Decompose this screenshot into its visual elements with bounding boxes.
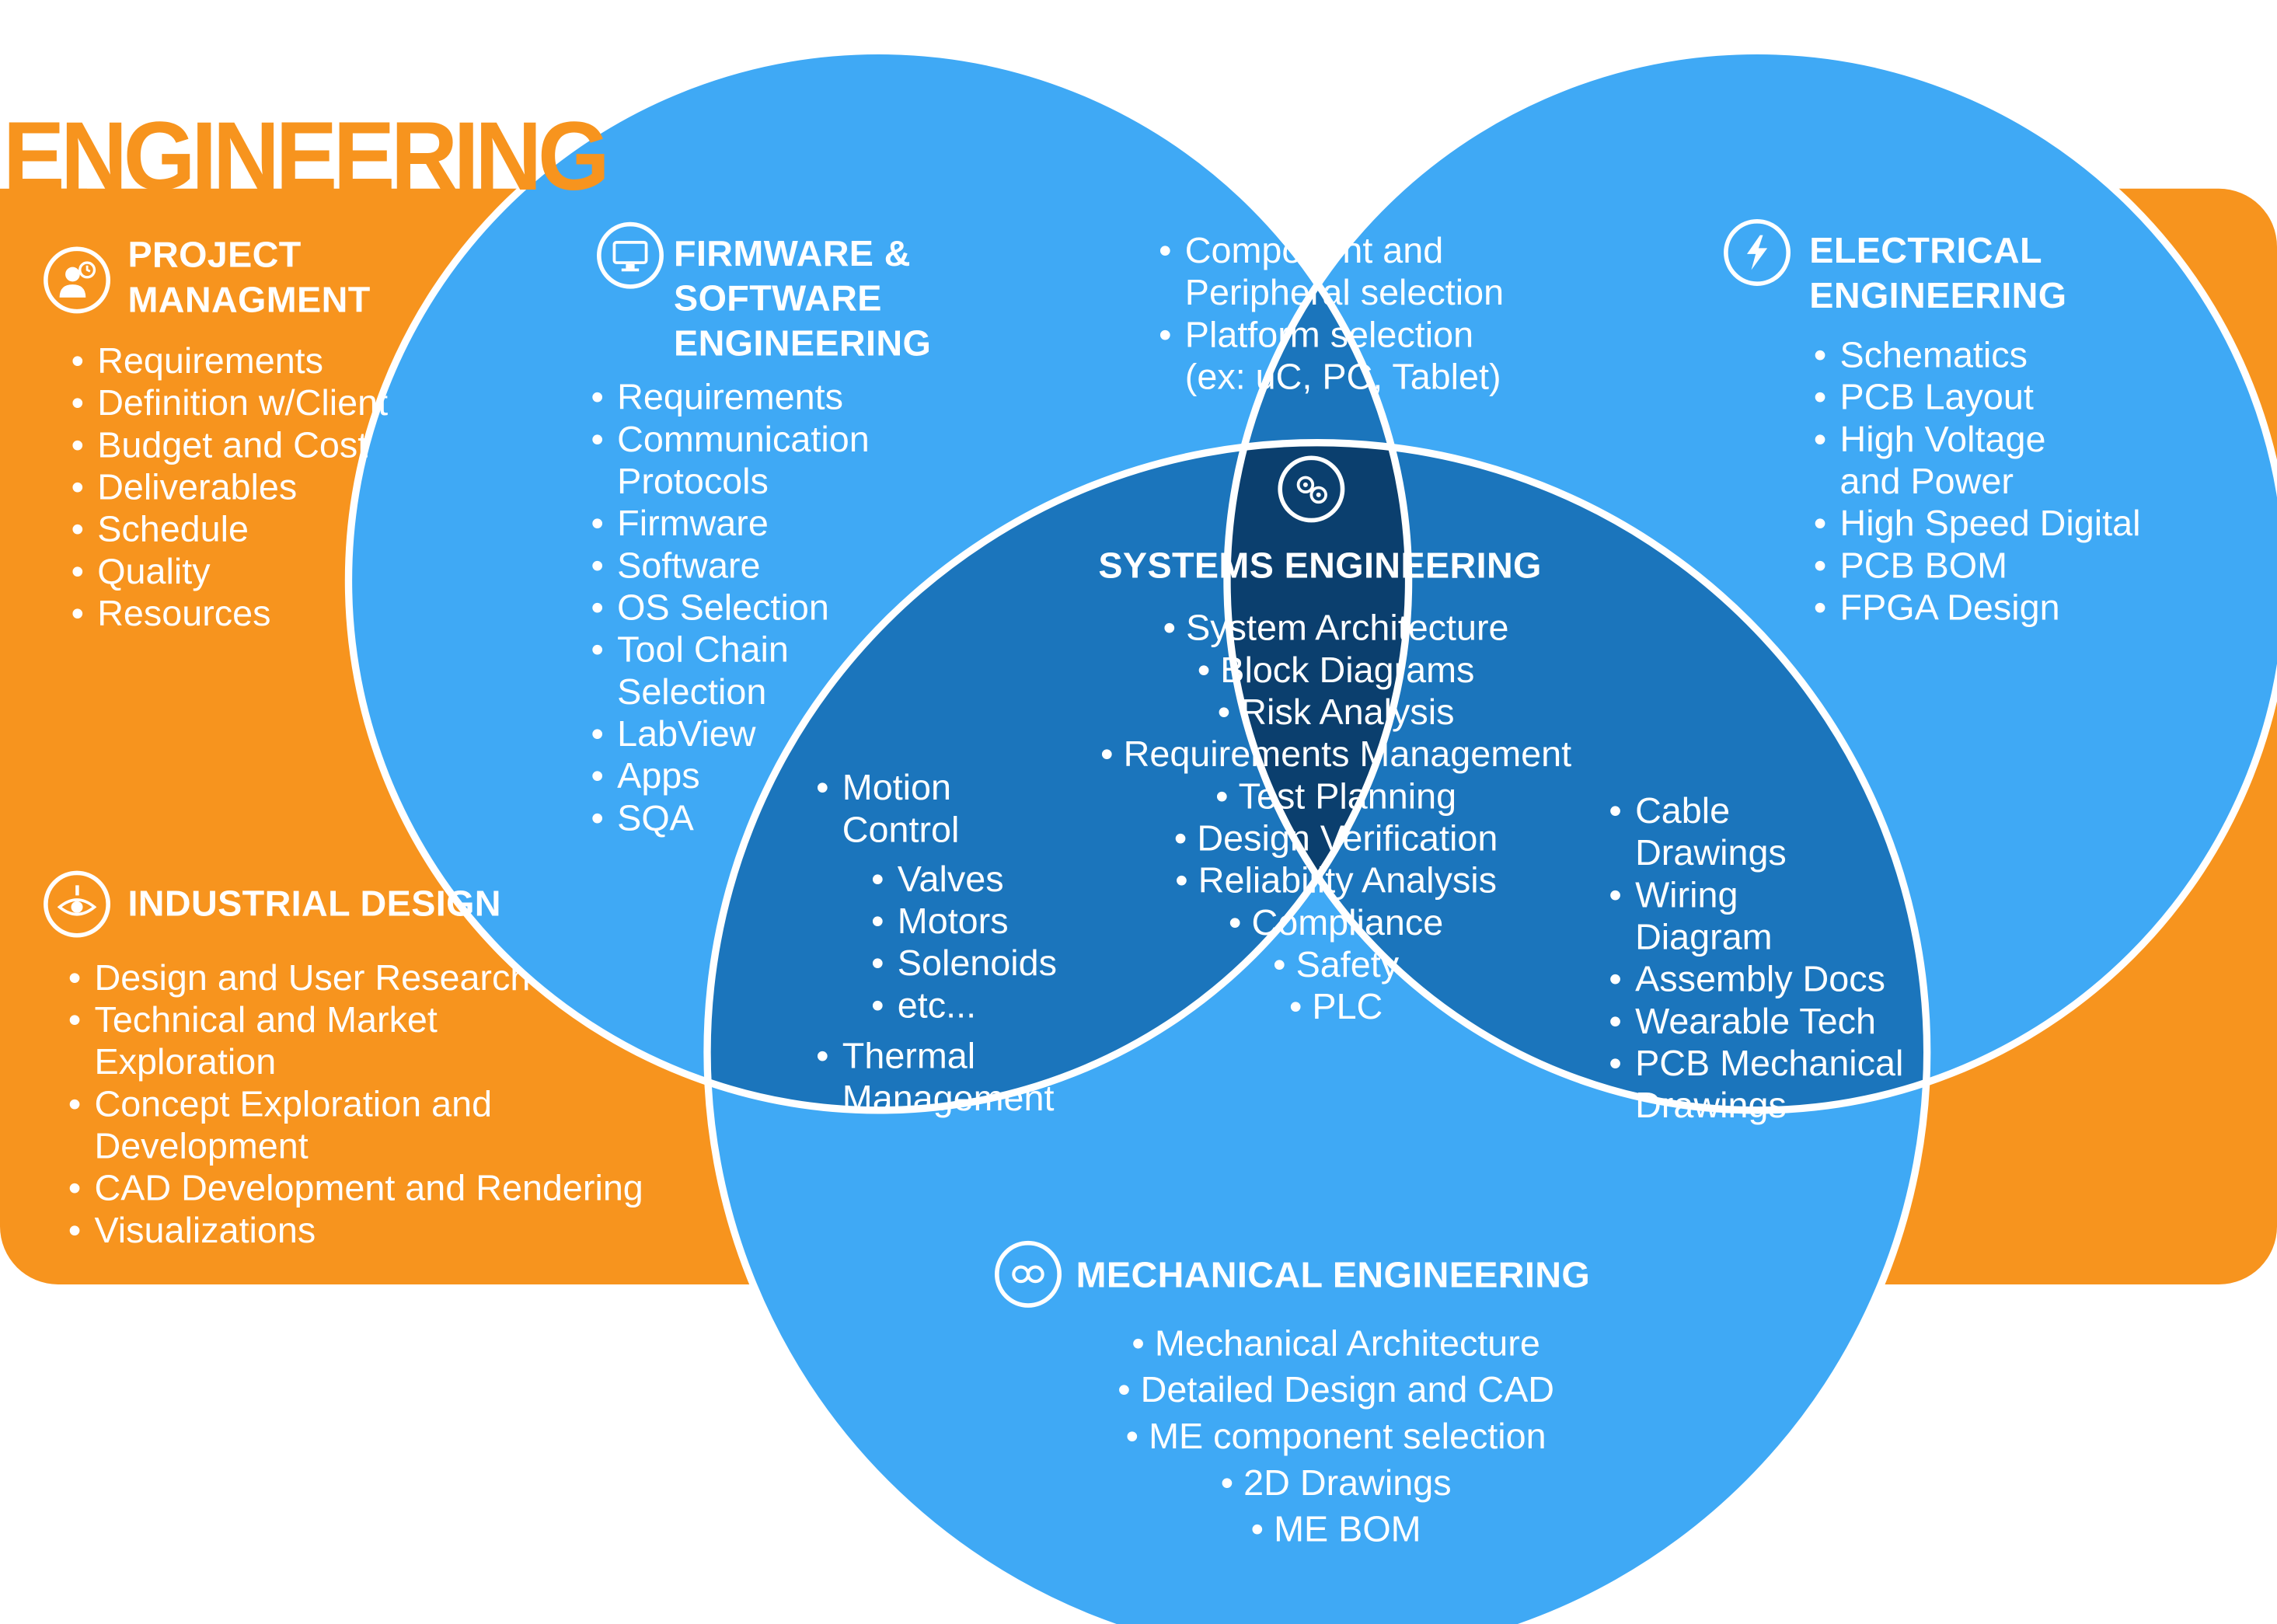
- firmware-mechanical-item: Thermal Management: [816, 1037, 1054, 1120]
- project-management-list: RequirementsDefinition w/ClientBudget an…: [71, 341, 389, 636]
- firmware-mechanical-subitem: Valves: [871, 859, 1057, 901]
- electrical-list: SchematicsPCB LayoutHigh Voltage and Pow…: [1814, 335, 2141, 629]
- mechanical-heading: MECHANICAL ENGINEERING: [1076, 1255, 1591, 1296]
- project-management-item: Schedule: [71, 510, 389, 552]
- firmware-software-item: Apps: [591, 756, 870, 798]
- systems-item: Risk Analysis: [1016, 692, 1655, 734]
- project-management-item: Requirements: [71, 341, 389, 383]
- firmware-heading-line2: SOFTWARE: [674, 278, 882, 319]
- systems-item: Safety: [1016, 945, 1655, 987]
- systems-item: Reliability Analysis: [1016, 861, 1655, 903]
- firmware-software-item: Software: [591, 545, 870, 587]
- systems-item: Design Verification: [1016, 818, 1655, 860]
- electrical-heading-line1: ELECTRICAL: [1809, 230, 2042, 272]
- project-manager-icon: [44, 246, 111, 314]
- project-management-heading: PROJECT MANAGMENT: [127, 234, 370, 324]
- firmware-software-item: Tool Chain Selection: [591, 630, 870, 714]
- electrical-mechanical-item: PCB Mechanical Drawings: [1609, 1044, 1903, 1127]
- project-management-item: Definition w/Client: [71, 383, 389, 425]
- firmware-mechanical-item: Motion Control: [816, 768, 959, 852]
- electrical-item: High Speed Digital: [1814, 504, 2141, 545]
- electrical-mechanical-item: Wiring Diagram: [1609, 875, 1903, 959]
- firmware-mechanical-subitem: Motors: [871, 901, 1057, 943]
- electrical-item: High Voltage and Power: [1814, 420, 2141, 504]
- industrial-design-heading: INDUSTRIAL DESIGN: [127, 883, 501, 925]
- electrical-item: PCB BOM: [1814, 545, 2141, 587]
- systems-item: Block Diagrams: [1016, 650, 1655, 692]
- electrical-mechanical-item: Wearable Tech: [1609, 1002, 1903, 1044]
- firmware-software-item: Firmware: [591, 504, 870, 545]
- project-management-heading-line1: PROJECT: [127, 235, 302, 276]
- firmware-software-item: Requirements: [591, 378, 870, 420]
- firmware-mechanical-list-bottom: Thermal Management: [816, 1037, 1054, 1120]
- systems-item: Compliance: [1016, 903, 1655, 945]
- firmware-software-item: Communication Protocols: [591, 420, 870, 504]
- systems-item: PLC: [1016, 987, 1655, 1029]
- firmware-software-item: SQA: [591, 798, 870, 840]
- mechanical-item: Detailed Design and CAD: [1016, 1367, 1655, 1413]
- systems-heading: SYSTEMS ENGINEERING: [1098, 545, 1542, 587]
- electrical-mechanical-item: Cable Drawings: [1609, 791, 1903, 875]
- firmware-software-item: LabView: [591, 714, 870, 756]
- mechanical-list: Mechanical ArchitectureDetailed Design a…: [1016, 1321, 1655, 1553]
- firmware-mechanical-subitem: Solenoids: [871, 943, 1057, 985]
- firmware-electrical-list: Component and Peripheral selectionPlatfo…: [1159, 231, 1504, 399]
- project-management-item: Budget and Cost: [71, 425, 389, 467]
- firmware-heading-line3: ENGINEERING: [674, 323, 932, 364]
- lightning-icon: [1724, 219, 1791, 286]
- firmware-electrical-item: Platform selection (ex: uC, PC, Tablet): [1159, 315, 1504, 399]
- industrial-design-item: Concept Exploration and Development: [68, 1084, 643, 1168]
- mechanical-item: Mechanical Architecture: [1016, 1321, 1655, 1368]
- systems-item: Test Planning: [1016, 776, 1655, 818]
- electrical-mechanical-item: Assembly Docs: [1609, 960, 1903, 1002]
- project-management-item: Quality: [71, 552, 389, 594]
- gears-icon: [995, 1240, 1062, 1308]
- electrical-heading-line2: ENGINEERING: [1809, 275, 2067, 317]
- systems-item: System Architecture: [1016, 608, 1655, 650]
- mechanical-item: 2D Drawings: [1016, 1460, 1655, 1507]
- mechanical-circle-outline: [703, 439, 1931, 1624]
- systems-gears-icon: [1278, 455, 1345, 523]
- electrical-heading: ELECTRICAL ENGINEERING: [1809, 229, 2066, 319]
- eye-icon: [44, 870, 111, 938]
- electrical-item: PCB Layout: [1814, 378, 2141, 420]
- firmware-software-item: OS Selection: [591, 587, 870, 629]
- systems-item: Requirements Management: [1016, 734, 1655, 776]
- electrical-item: FPGA Design: [1814, 587, 2141, 629]
- mechanical-item: ME BOM: [1016, 1507, 1655, 1553]
- firmware-software-heading: FIRMWARE & SOFTWARE ENGINEERING: [674, 232, 931, 368]
- monitor-icon: [597, 221, 664, 289]
- page-title: ENGINEERING: [2, 101, 610, 211]
- industrial-design-item: CAD Development and Rendering: [68, 1169, 643, 1211]
- project-management-item: Deliverables: [71, 467, 389, 509]
- project-management-item: Resources: [71, 594, 389, 636]
- industrial-design-item: Technical and Market Exploration: [68, 1000, 643, 1084]
- industrial-design-item: Design and User Research: [68, 958, 643, 1000]
- firmware-mechanical-list: Motion Control: [816, 768, 959, 852]
- electrical-mechanical-list: Cable DrawingsWiring DiagramAssembly Doc…: [1609, 791, 1903, 1127]
- project-management-heading-line2: MANAGMENT: [127, 280, 371, 321]
- firmware-mechanical-sublist: ValvesMotorsSolenoidsetc...: [871, 859, 1057, 1028]
- firmware-electrical-item: Component and Peripheral selection: [1159, 231, 1504, 315]
- firmware-software-list: RequirementsCommunication ProtocolsFirmw…: [591, 378, 870, 841]
- industrial-design-item: Visualizations: [68, 1211, 643, 1253]
- firmware-heading-line1: FIRMWARE &: [674, 233, 911, 275]
- electrical-item: Schematics: [1814, 335, 2141, 377]
- firmware-mechanical-subitem: etc...: [871, 985, 1057, 1027]
- industrial-design-list: Design and User ResearchTechnical and Ma…: [68, 958, 643, 1253]
- systems-list: System ArchitectureBlock DiagramsRisk An…: [1016, 608, 1655, 1030]
- mechanical-item: ME component selection: [1016, 1413, 1655, 1460]
